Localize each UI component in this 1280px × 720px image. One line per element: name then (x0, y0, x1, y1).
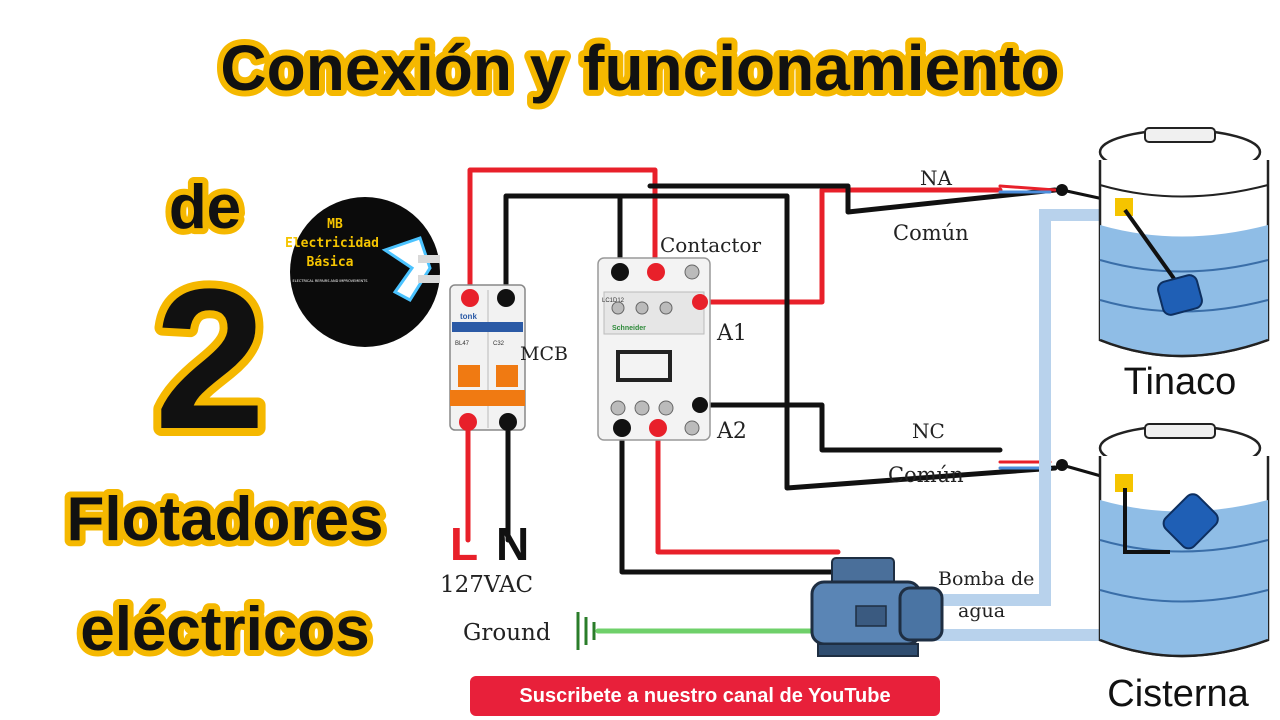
contactor-model: LC1D12 (602, 298, 625, 304)
mcb-rating: C32 (493, 341, 505, 347)
pump-label-line-2: agua (958, 600, 1005, 622)
float-top-common-label: Común (893, 221, 969, 245)
channel-logo: MB Electricidad Básica ELECTRICAL REPAIR… (285, 197, 440, 347)
water-pipes (900, 209, 1100, 641)
contactor-device: LC1D12 Schneider (597, 257, 711, 441)
logo-tagline: ELECTRICAL REPAIRS AND IMPROVEMENTS (293, 279, 369, 283)
black-wire-common-top (647, 183, 1058, 215)
line-label: L (450, 518, 478, 570)
black-wire-neutral-to-float-bottom (517, 193, 1058, 491)
float-bottom-common-label: Común (888, 463, 964, 487)
mcb-model: BL47 (455, 341, 470, 347)
mcb-label: MCB (520, 343, 568, 365)
title-number: 2 (154, 248, 265, 471)
black-wire-contactor-to-pump (619, 417, 835, 575)
wiring (465, 167, 1110, 634)
title-line-2: de (169, 173, 241, 242)
lightning-plug-icon (381, 236, 440, 302)
ground-label: Ground (463, 620, 551, 646)
float-bottom-nc-label: NC (912, 419, 945, 443)
water-pump-icon (810, 557, 944, 657)
pipe-pump-to-tinaco (900, 209, 1100, 606)
contactor-a2-label: A2 (716, 419, 747, 444)
cisterna-float-icon (1162, 493, 1219, 550)
title-line-3: Flotadores (67, 485, 384, 554)
mcb-breaker: tonk BL47 C32 (449, 284, 526, 431)
ground-symbol-icon (576, 612, 596, 650)
pump-label-line-1: Bomba de (938, 568, 1034, 590)
tinaco-label: Tinaco (1124, 361, 1237, 403)
mcb-switch-left[interactable] (458, 365, 480, 387)
contactor-brand: Schneider (612, 325, 646, 332)
black-wire-a2-to-nc (697, 402, 1003, 453)
neutral-label: N (496, 518, 529, 570)
logo-line-1: MB (327, 217, 343, 232)
logo-line-3: Básica (307, 255, 354, 270)
mcb-switch-right[interactable] (496, 365, 518, 387)
mcb-brand: tonk (460, 312, 477, 321)
red-wire-contactor-to-pump (655, 417, 841, 555)
cisterna-label: Cisterna (1107, 673, 1249, 715)
subscribe-banner[interactable]: Suscribete a nuestro canal de YouTube (470, 676, 940, 716)
red-wire-contactor-to-na (697, 187, 1003, 305)
contactor-label: Contactor (660, 233, 761, 257)
red-wire-mcb-top-to-contactor (467, 167, 658, 303)
title-line-4: eléctricos (80, 595, 370, 664)
title-line-1: Conexión y funcionamiento (220, 32, 1059, 104)
tinaco-tank (1098, 127, 1270, 358)
float-top-na-label: NA (920, 166, 953, 190)
cisterna-tank (1098, 423, 1270, 658)
contactor-a1-label: A1 (716, 321, 747, 346)
voltage-label: 127VAC (440, 572, 533, 598)
tinaco-float-icon (1157, 274, 1203, 316)
logo-line-2: Electricidad (285, 236, 379, 251)
